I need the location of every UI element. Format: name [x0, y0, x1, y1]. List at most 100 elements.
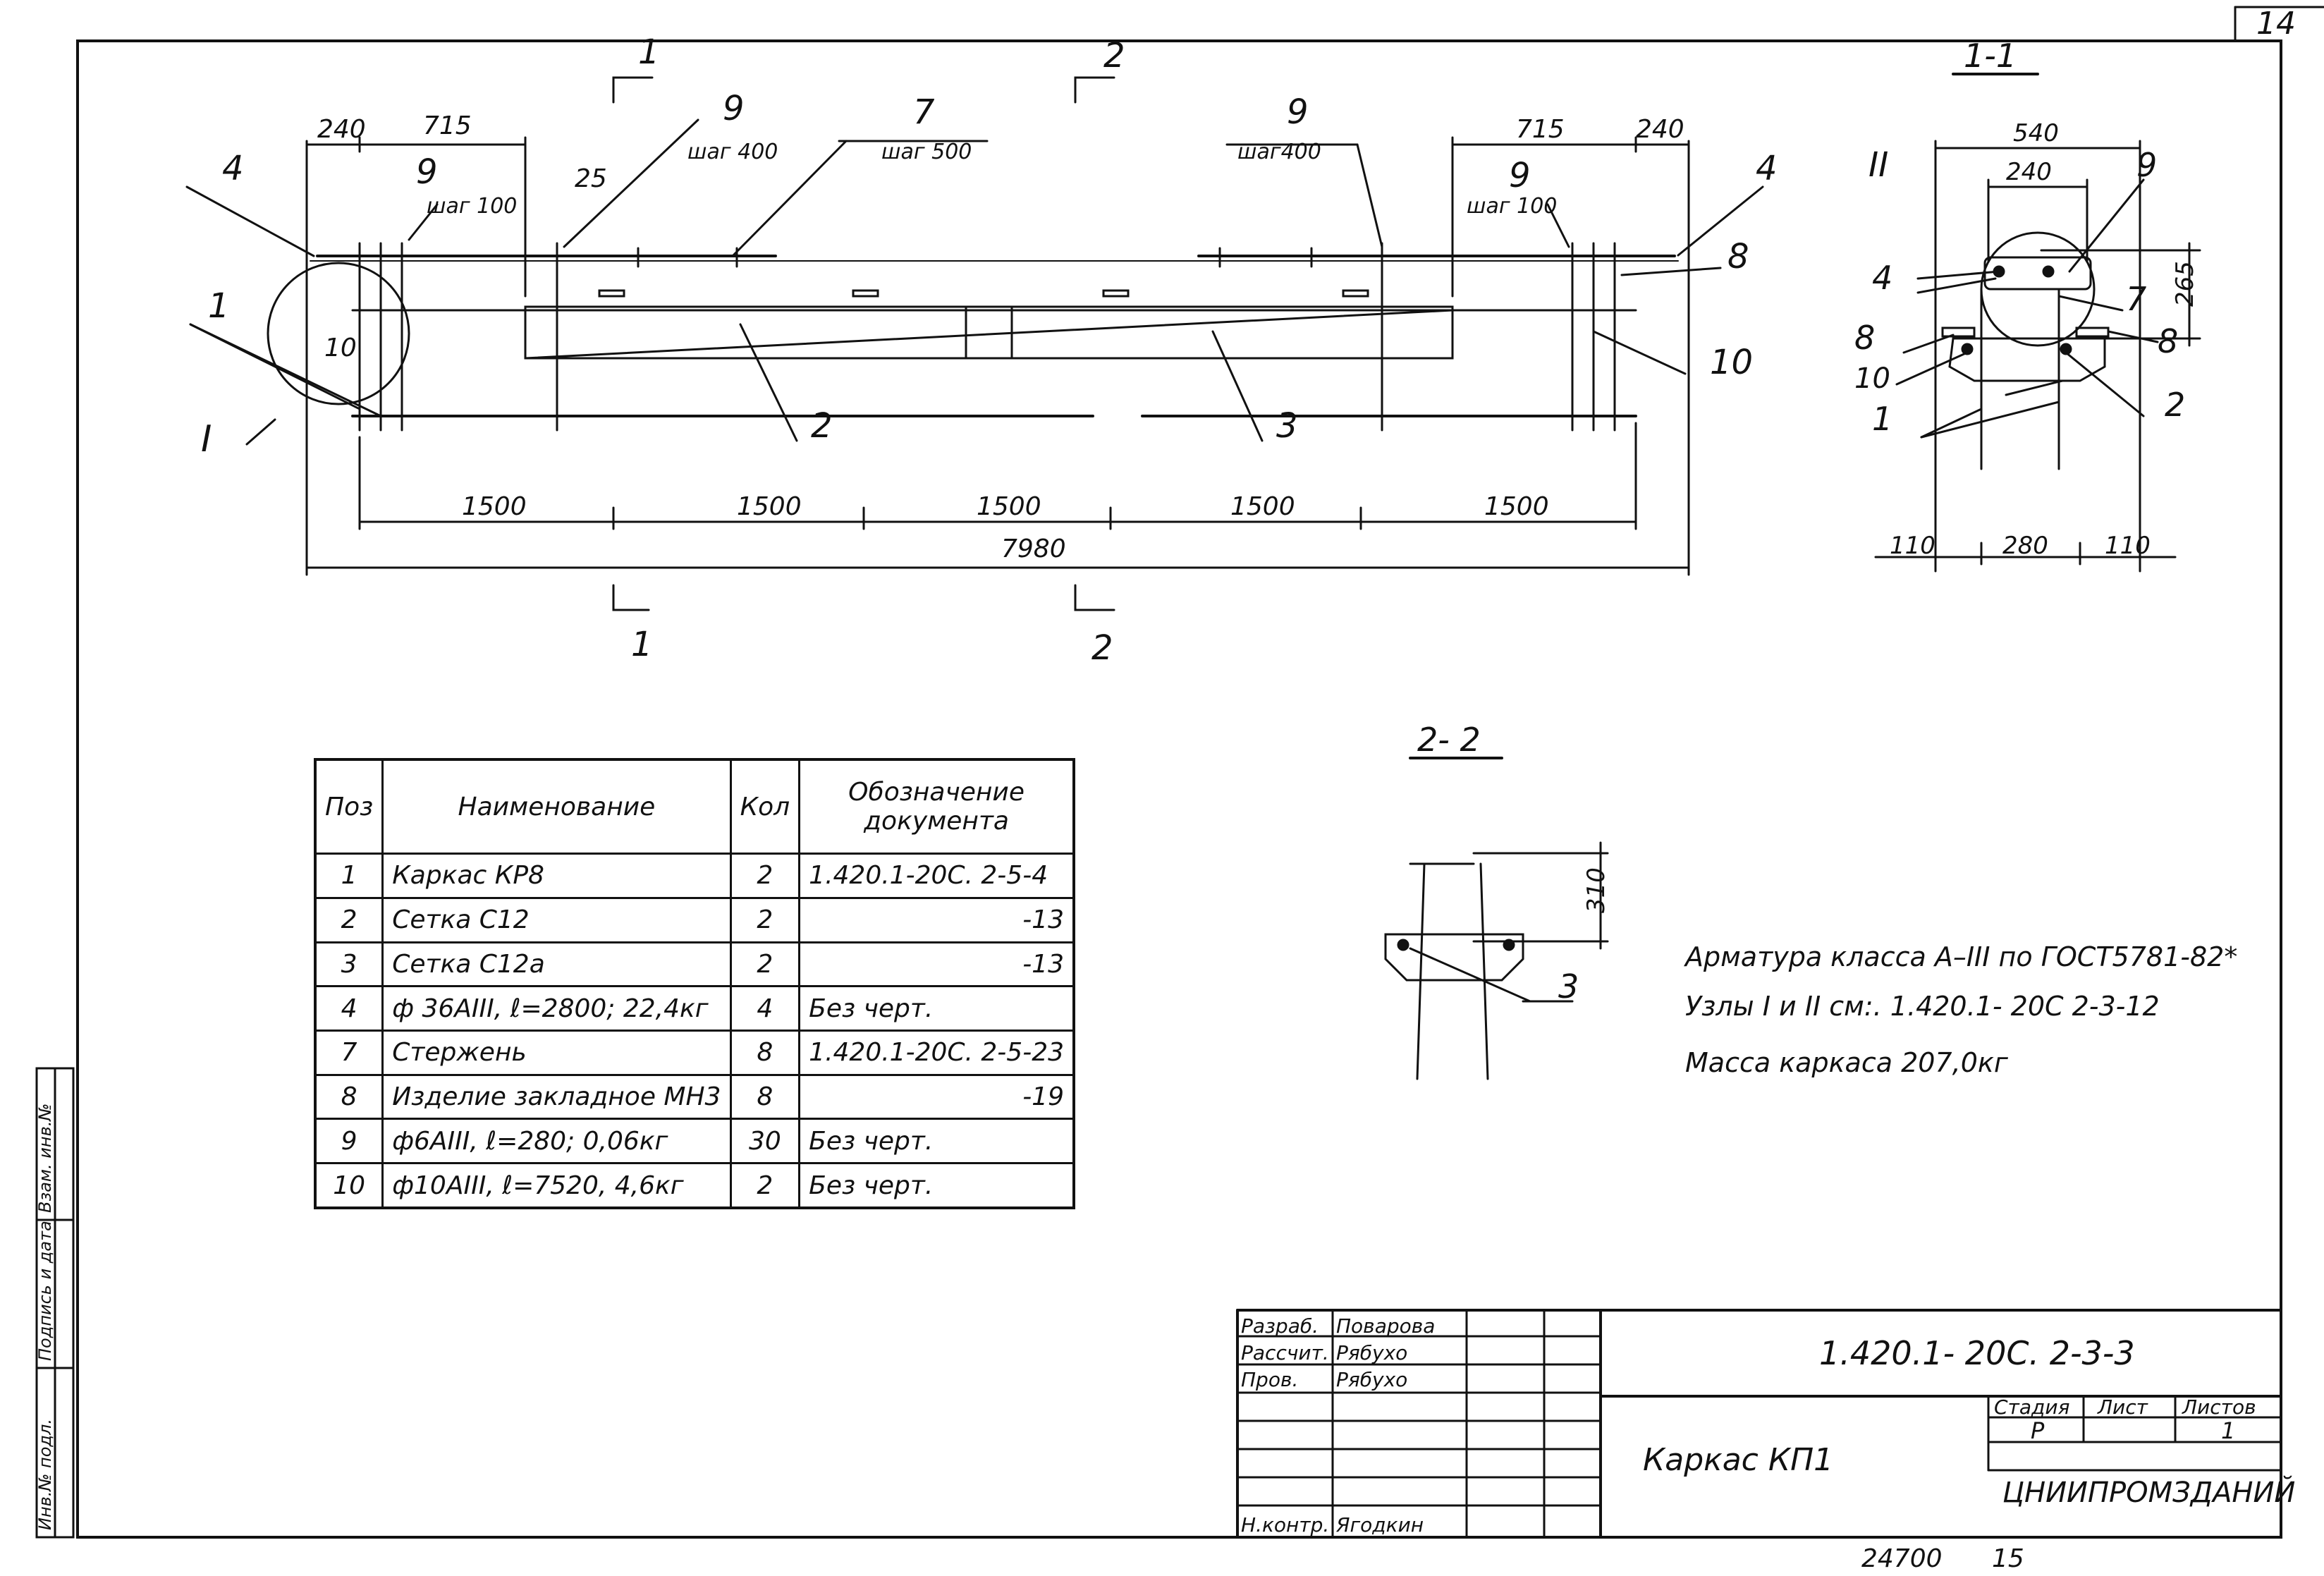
spec-qty: 2 — [729, 853, 801, 899]
dim-label: 265 — [2171, 261, 2199, 307]
dim-label: 715 — [1516, 115, 1565, 144]
dim-label: 110 — [1890, 532, 1935, 560]
node-I-circle — [267, 262, 410, 405]
tb-name: Поварова — [1336, 1314, 1435, 1338]
spec-name: Сетка С12 — [381, 896, 732, 943]
bottom-number: 24700 — [1861, 1544, 1943, 1573]
leader-label: 9 — [416, 152, 438, 192]
section-mark: 2 — [1103, 36, 1125, 75]
specification-table: Поз Наименование Кол Обозначение докумен… — [314, 758, 1075, 1209]
spec-header-doc: Обозначение документа — [798, 758, 1075, 855]
spec-doc: -13 — [798, 941, 1075, 988]
overall-length: 7980 — [1001, 535, 1066, 563]
dim-label: 1500 — [977, 492, 1041, 521]
table-row: 1 Каркас КР8 2 1.420.1-20С. 2-5-4 — [314, 853, 1075, 899]
spec-qty: 2 — [729, 941, 801, 988]
title-block-grid — [1236, 1309, 2282, 1539]
tb-role: Н.контр. — [1241, 1513, 1329, 1537]
side-label: Подпись и дата — [35, 1221, 55, 1361]
bottom-number: 15 — [1992, 1544, 2024, 1573]
section-2-2-view — [1384, 757, 1609, 1080]
table-row: 8 Изделие закладное МН3 8 -19 — [314, 1073, 1075, 1120]
dim-label: 1500 — [462, 492, 527, 521]
leader-label: 3 — [1276, 406, 1298, 446]
sheet-frame — [76, 39, 2282, 1539]
table-row: 7 Стержень 8 1.420.1-20С. 2-5-23 — [314, 1030, 1075, 1076]
pitch-label: шаг 100 — [427, 194, 517, 219]
node-II-circle — [1980, 231, 2096, 347]
section-1-1-view — [1874, 73, 2201, 573]
leader-label: 4 — [1872, 259, 1892, 297]
table-row: 4 ф 36АIII, ℓ=2800; 22,4кг 4 Без черт. — [314, 985, 1075, 1032]
spec-name: ф6АIII, ℓ=280; 0,06кг — [381, 1118, 732, 1165]
spec-name: ф10АIII, ℓ=7520, 4,6кг — [381, 1162, 732, 1209]
spec-doc: Без черт. — [798, 1162, 1075, 1209]
tb-drawing-name: Каркас КП1 — [1643, 1442, 1833, 1478]
dim-label: 715 — [423, 111, 472, 140]
dim-label: 10 — [324, 334, 357, 362]
sheet-number: 14 — [2256, 6, 2296, 42]
spec-pos: 7 — [314, 1030, 384, 1076]
side-label: Инв.№ подл. — [35, 1419, 55, 1530]
main-view — [185, 76, 1764, 611]
leader-label: 9 — [723, 89, 745, 128]
table-row: 2 Сетка С12 2 -13 — [314, 896, 1075, 943]
leader-label: 4 — [222, 149, 244, 188]
section-title: 1-1 — [1964, 37, 2017, 75]
spec-pos: 2 — [314, 896, 384, 943]
tb-name: Рябухо — [1336, 1368, 1407, 1391]
section-mark: 2 — [1091, 628, 1113, 668]
note-line: Масса каркаса 207,0кг — [1685, 1047, 2009, 1078]
dim-label: 240 — [317, 115, 366, 144]
tb-sheet-label: Лист — [2097, 1395, 2148, 1419]
pitch-label: шаг 100 — [1467, 194, 1557, 219]
leader-label: 7 — [913, 92, 935, 132]
dim-label: 1500 — [1484, 492, 1549, 521]
dim-label: 25 — [575, 164, 607, 193]
note-line: Арматура класса А–III по ГОСТ5781-82* — [1683, 941, 2237, 972]
tb-role: Рассчит. — [1241, 1341, 1329, 1364]
side-label: Взам. инв.№ — [35, 1104, 55, 1213]
spec-pos: 10 — [314, 1162, 384, 1209]
table-row: 10 ф10АIII, ℓ=7520, 4,6кг 2 Без черт. — [314, 1162, 1075, 1209]
dim-label: 240 — [1636, 115, 1684, 144]
spec-name: Изделие закладное МН3 — [381, 1073, 732, 1120]
leader-label: 8 — [2158, 322, 2178, 360]
spec-qty: 8 — [729, 1073, 801, 1120]
spec-header-pos: Поз — [314, 758, 384, 855]
tb-sheets-label: Листов — [2182, 1395, 2256, 1419]
spec-name: Стержень — [381, 1030, 732, 1076]
spec-header-name: Наименование — [381, 758, 732, 855]
spec-doc: 1.420.1-20С. 2-5-23 — [798, 1030, 1075, 1076]
leader-label: 3 — [1558, 967, 1579, 1006]
leader-label: 1 — [1872, 400, 1892, 438]
pitch-label: шаг 400 — [687, 140, 778, 164]
leader-label: 2 — [2165, 386, 2185, 424]
note-line: Узлы I и II см:. 1.420.1- 20С 2-3-12 — [1685, 991, 2160, 1022]
dim-label: 1500 — [1230, 492, 1295, 521]
main-view-labels: 1 2 1 2 I 240 715 715 240 25 10 1500 150… — [201, 32, 1778, 668]
spec-doc: Без черт. — [798, 1118, 1075, 1165]
spec-name: Каркас КР8 — [381, 853, 732, 899]
leader-label: 9 — [1509, 156, 1531, 195]
spec-qty: 8 — [729, 1030, 801, 1076]
dim-label: 240 — [2006, 158, 2052, 186]
table-row: 9 ф6АIII, ℓ=280; 0,06кг 30 Без черт. — [314, 1118, 1075, 1165]
tb-stage-label: Стадия — [1994, 1395, 2069, 1419]
spec-name: ф 36АIII, ℓ=2800; 22,4кг — [381, 985, 732, 1032]
tb-organization: ЦНИИПРОМЗДАНИЙ — [2002, 1475, 2295, 1509]
title-block-text: Разраб. Рассчит. Пров. Н.контр. Поварова… — [1241, 1314, 2295, 1537]
dim-label: 280 — [2002, 532, 2048, 560]
tb-name: Рябухо — [1336, 1341, 1407, 1364]
spec-pos: 8 — [314, 1073, 384, 1120]
leader-label: 2 — [811, 406, 833, 446]
spec-pos: 1 — [314, 853, 384, 899]
spec-pos: 3 — [314, 941, 384, 988]
section-mark: 1 — [631, 625, 653, 664]
binding-strip — [35, 1067, 75, 1539]
leader-label: 7 — [2126, 280, 2146, 318]
spec-doc: Без черт. — [798, 985, 1075, 1032]
spec-doc: 1.420.1-20С. 2-5-4 — [798, 853, 1075, 899]
node-mark: II — [1869, 145, 1888, 185]
